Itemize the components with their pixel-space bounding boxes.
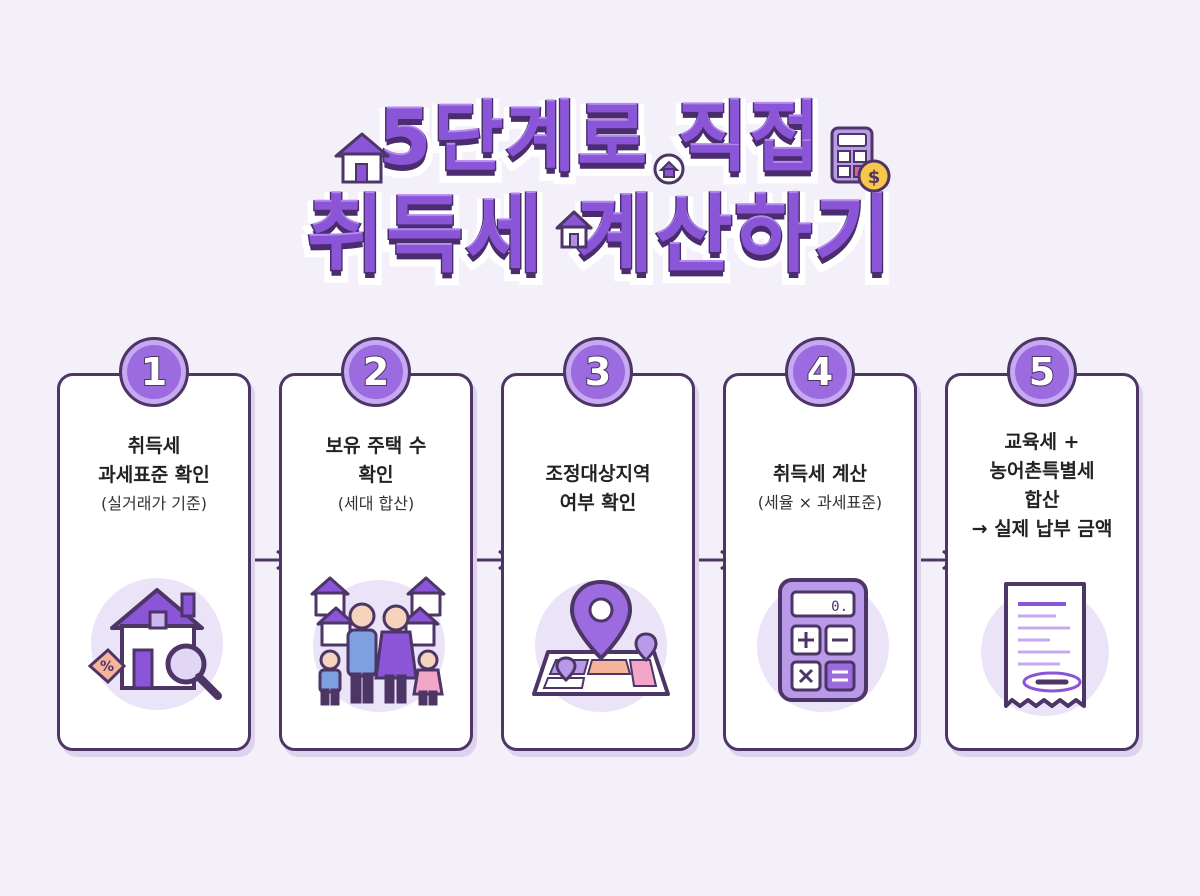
step-number-1: 1 (119, 337, 189, 407)
step-text-3: 조정대상지역 여부 확인 (545, 463, 651, 514)
svg-text:%: % (100, 659, 114, 675)
house-magnifier-icon: % (87, 578, 223, 710)
step-text-1: 취득세 과세표준 확인 (실거래가 기준) (98, 435, 210, 513)
page-title: 5단계로 직접 5단계로 직접 취득세 계산하기 취득세 계산하기 (0, 88, 1200, 298)
small-house-pin-icon (653, 153, 685, 185)
title-line-2: 취득세 계산하기 취득세 계산하기 (300, 185, 898, 298)
calculator-coin-icon: $ (830, 126, 891, 193)
step-text-4: 취득세 계산 (세율 × 과세표준) (757, 463, 883, 512)
step-number-2: 2 (341, 337, 411, 407)
step-text-2: 보유 주택 수 확인 (세대 합산) (325, 435, 427, 513)
receipt-icon (981, 582, 1109, 716)
step-card-2: 보유 주택 수 확인 (세대 합산) (279, 373, 473, 751)
step-card-1: 취득세 과세표준 확인 (실거래가 기준) % (57, 373, 251, 751)
family-houses-icon (310, 576, 446, 712)
step-card-3: 조정대상지역 여부 확인 (501, 373, 695, 751)
step-text-5: 교육세 + 농어촌특별세 합산 → 실제 납부 금액 (971, 431, 1113, 540)
svg-text:$: $ (868, 167, 881, 188)
calculator-icon: 0. (757, 578, 889, 712)
small-house-icon (555, 210, 593, 249)
calculator-display: 0. (831, 599, 848, 615)
step-number-3: 3 (563, 337, 633, 407)
map-pin-icon (532, 579, 670, 712)
step-card-4: 취득세 계산 (세율 × 과세표준) 0. (723, 373, 917, 751)
title-line-1: 5단계로 직접 5단계로 직접 (372, 92, 827, 196)
step-number-4: 4 (785, 337, 855, 407)
step-number-5: 5 (1007, 337, 1077, 407)
house-icon (334, 132, 390, 184)
step-card-5: 교육세 + 농어촌특별세 합산 → 실제 납부 금액 (945, 373, 1139, 751)
